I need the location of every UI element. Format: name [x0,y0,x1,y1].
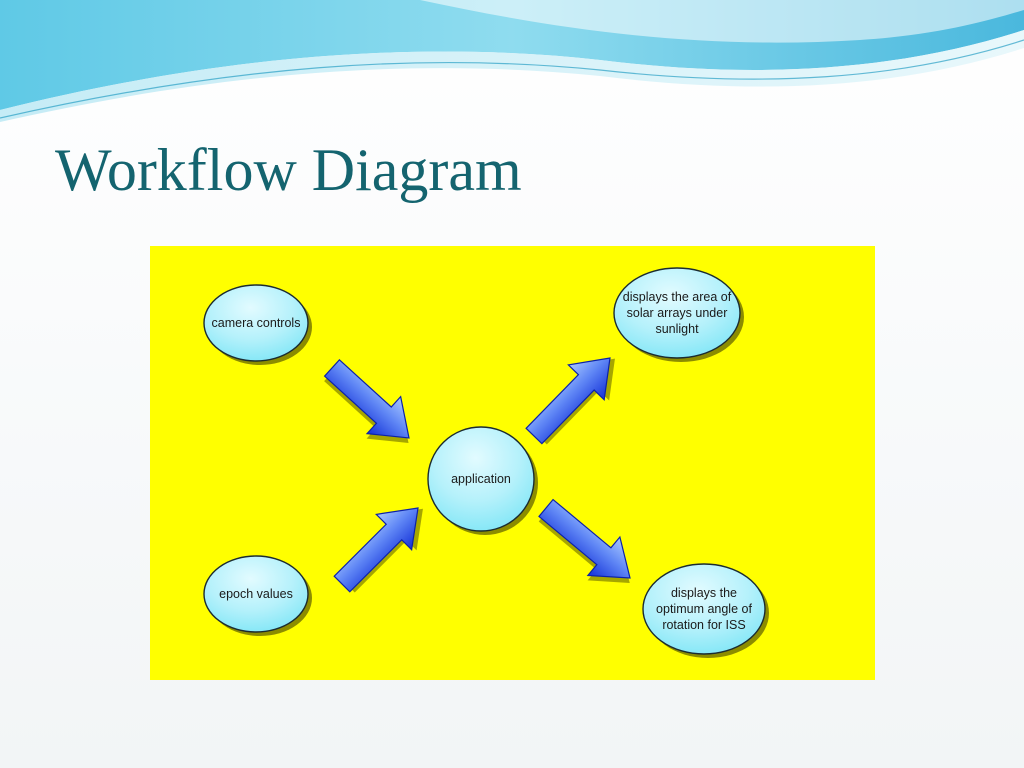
node-angle: displays the optimum angle of rotation for… [642,563,769,658]
diagram-panel: camera controls epoch values application di… [150,246,875,680]
node-angle-label-line-1: displays the [671,586,737,600]
node-camera-label-line-1: camera controls [212,316,301,330]
arrow-application-to-area [525,357,615,445]
arrow-application-to-angle [538,498,631,583]
node-epoch-label-line-1: epoch values [219,587,293,601]
node-area-label-line-2: solar arrays under [627,306,728,320]
node-epoch: epoch values [203,555,312,636]
node-application: application [427,426,538,535]
node-camera: camera controls [203,284,312,365]
node-area-label-line-3: sunlight [655,322,699,336]
page-title: Workflow Diagram [55,137,522,203]
node-area-label-line-1: displays the area of [623,290,732,304]
workflow-diagram: camera controls epoch values application di… [203,267,769,658]
node-angle-label-line-2: optimum angle of [656,602,752,616]
node-angle-label-line-3: rotation for ISS [662,618,745,632]
node-application-label-line-1: application [451,472,511,486]
arrow-epoch-to-application [333,507,423,593]
arrow-camera-to-application [323,359,410,443]
node-area: displays the area of solar arrays under su… [613,267,744,362]
header-wave-decoration [0,0,1024,122]
